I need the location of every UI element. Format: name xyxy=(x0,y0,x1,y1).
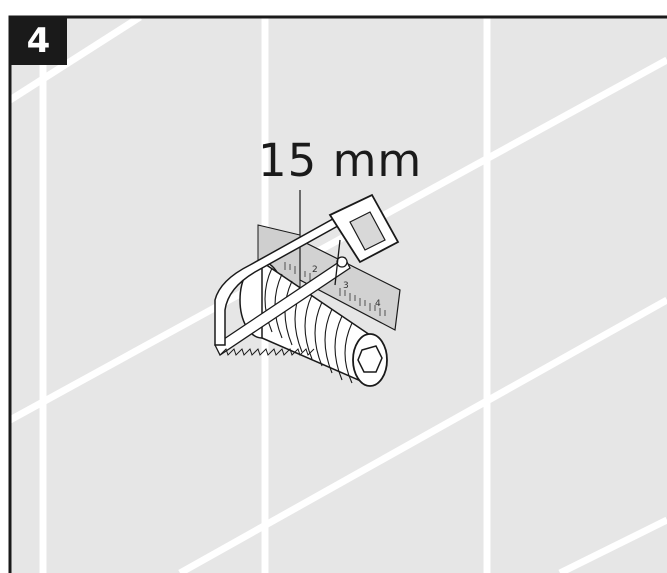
ruler-tick-label: 3 xyxy=(343,281,349,291)
step-number-badge: 4 xyxy=(10,17,67,65)
hacksaw-icon xyxy=(214,193,400,356)
dimension-label: 15 mm xyxy=(258,134,423,187)
threaded-pipe-icon xyxy=(239,260,388,387)
ruler-tick-label: 4 xyxy=(375,299,381,309)
ruler-tick-label: 2 xyxy=(312,265,318,275)
